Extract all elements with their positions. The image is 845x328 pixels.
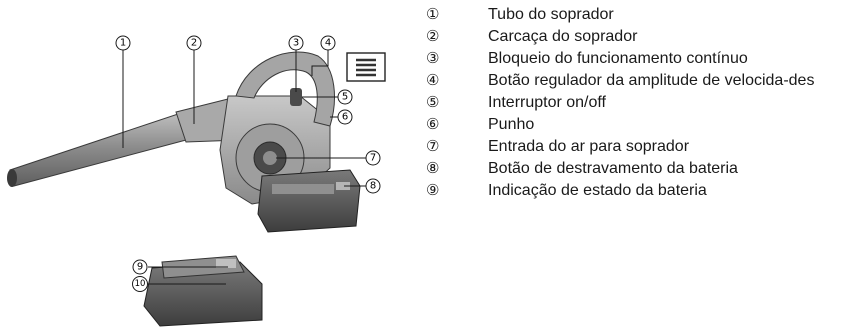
legend-text: Punho [488, 116, 535, 133]
legend-text: Botão regulador da amplitude de velocida… [488, 72, 815, 89]
legend-item: ④ Botão regulador da amplitude de veloci… [424, 70, 844, 91]
legend-text: Entrada do ar para soprador [488, 138, 690, 155]
callout-label-8: 8 [370, 181, 376, 192]
callout-marker: 6 [337, 109, 353, 125]
callout-label-7: 7 [370, 153, 376, 164]
legend-text: Tubo do soprador [488, 6, 614, 23]
callout-label-6: 6 [342, 112, 348, 123]
callout-marker: 4 [320, 35, 336, 51]
legend-number: ⑧ [426, 160, 440, 177]
legend-text: Indicação de estado da bateria [488, 182, 707, 199]
callout-marker: 1 [115, 35, 131, 51]
callout-label-4: 4 [325, 38, 331, 49]
legend-text: Interruptor on/off [488, 94, 606, 111]
legend-item: ② Carcaça do soprador [424, 26, 844, 47]
legend-number: ⑥ [426, 116, 440, 133]
legend-number: ① [426, 6, 440, 23]
legend-number: ③ [426, 50, 440, 67]
legend-number: ② [426, 28, 440, 45]
legend-item: ⑧ Botão de destravamento da bateria [424, 158, 844, 179]
parts-legend: ① Tubo do soprador ② Carcaça do soprador… [424, 4, 844, 202]
callout-marker: 3 [288, 35, 304, 51]
speed-indicator-icon [346, 52, 386, 82]
blower-handle [235, 51, 335, 127]
legend-number: ⑤ [426, 94, 440, 111]
leader-lines [122, 50, 366, 285]
callout-marker: 2 [186, 35, 202, 51]
legend-number: ⑨ [426, 182, 440, 199]
callout-label-9: 9 [137, 262, 143, 273]
callout-label-2: 2 [191, 38, 197, 49]
legend-number: ⑦ [426, 138, 440, 155]
callout-marker: 10 [132, 276, 148, 292]
legend-text: Carcaça do soprador [488, 28, 638, 45]
callout-label-5: 5 [342, 92, 348, 103]
legend-item: ③ Bloqueio do funcionamento contínuo [424, 48, 844, 69]
legend-text: Botão de destravamento da bateria [488, 160, 738, 177]
callout-marker: 7 [365, 150, 381, 166]
callout-marker: 5 [337, 89, 353, 105]
callout-marker: 8 [365, 178, 381, 194]
product-illustration: 1 2 3 4 5 6 7 8 9 10 [7, 35, 386, 327]
legend-item: ① Tubo do soprador [424, 4, 844, 25]
callout-marker: 9 [132, 259, 148, 275]
callout-label-3: 3 [293, 38, 299, 49]
legend-item: ⑤ Interruptor on/off [424, 92, 844, 113]
callout-label-10: 10 [135, 279, 146, 289]
blower-battery [257, 169, 361, 233]
legend-text: Bloqueio do funcionamento contínuo [488, 50, 748, 67]
legend-item: ⑨ Indicação de estado da bateria [424, 180, 844, 201]
callout-label-1: 1 [120, 38, 126, 49]
blower-drawing [7, 51, 386, 233]
legend-item: ⑦ Entrada do ar para soprador [424, 136, 844, 157]
legend-item: ⑥ Punho [424, 114, 844, 135]
legend-number: ④ [426, 72, 440, 89]
